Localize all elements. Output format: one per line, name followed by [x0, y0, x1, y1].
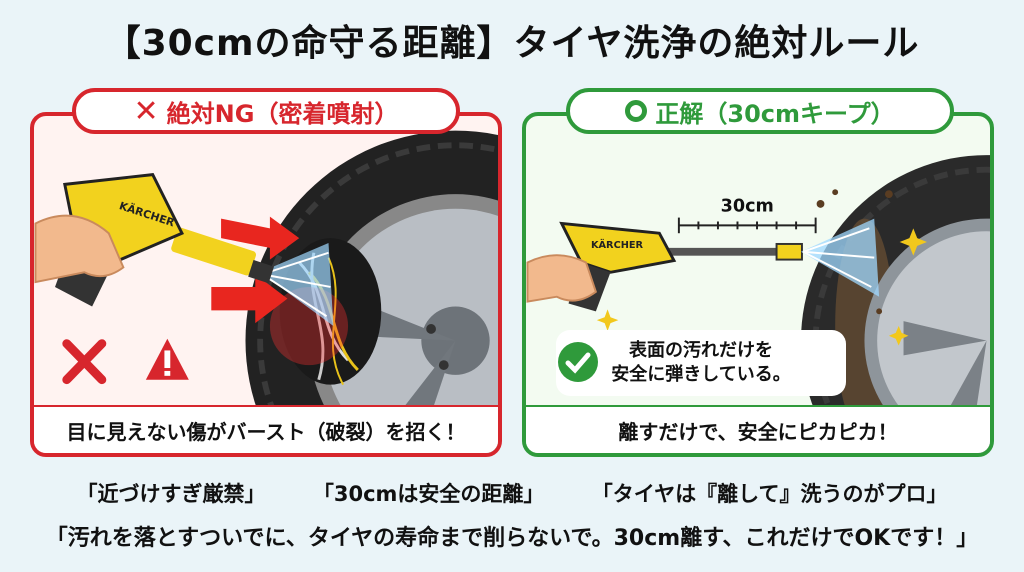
bubble-line-2: 安全に弾きしている。 — [611, 364, 791, 385]
check-icon — [558, 342, 598, 382]
cross-icon: ✕ — [133, 93, 159, 129]
pressure-washer-gun: KÄRCHER — [559, 221, 803, 312]
ok-illustration: 30cm KÄRCHER — [526, 155, 990, 453]
hand-illustration — [34, 214, 125, 284]
footer-message: 「汚れを落とすついでに、タイヤの寿命まで削らないで。30cm離す、これだけでOK… — [45, 526, 979, 551]
ok-header-label: 正解（30cmキープ） — [655, 99, 895, 128]
hand-illustration — [526, 254, 597, 303]
quote-2: 「30cmは安全の距離」 — [312, 482, 545, 506]
impact-arrows — [211, 216, 300, 324]
ok-bubble: 表面の汚れだけを 安全に弾きしている。 — [556, 330, 846, 396]
ok-brand-label: KÄRCHER — [591, 237, 644, 251]
ok-caption: 離すだけで、安全にピカピカ！ — [526, 405, 990, 453]
ng-illustration: KÄRCHER — [34, 130, 498, 453]
circle-icon — [625, 100, 648, 122]
ok-header: 正解（30cmキープ） — [566, 88, 954, 134]
tire-illustration — [801, 155, 990, 453]
quote-1: 「近づけすぎ厳禁」 — [76, 482, 266, 506]
footer-quotes: 「近づけすぎ厳禁」 「30cmは安全の距離」 「タイヤは『離して』洗うのがプロ」 — [0, 478, 1024, 508]
distance-label: 30cm — [721, 197, 774, 217]
distance-ruler — [677, 217, 817, 234]
ng-panel: KÄRCHER 目に見えない傷がバースト（破裂）を招く！ — [30, 112, 502, 457]
page-title: 【30cmの命守る距離】タイヤ洗浄の絶対ルール — [104, 23, 920, 64]
ng-caption: 目に見えない傷がバースト（破裂）を招く！ — [34, 405, 498, 453]
ng-header-label: 絶対NG（密着噴射） — [166, 99, 399, 128]
warning-icon — [145, 338, 189, 380]
sparkle-icon — [596, 228, 927, 346]
cross-icon — [62, 339, 107, 385]
ok-panel: 30cm KÄRCHER 表面の汚れだけを 安全に弾きしている。 — [522, 112, 994, 457]
water-spray — [260, 242, 334, 327]
ng-header: ✕ 絶対NG（密着噴射） — [72, 88, 460, 134]
quote-3: 「タイヤは『離して』洗うのがプロ」 — [591, 482, 948, 506]
bubble-line-1: 表面の汚れだけを — [629, 340, 773, 361]
water-spray — [800, 189, 893, 315]
